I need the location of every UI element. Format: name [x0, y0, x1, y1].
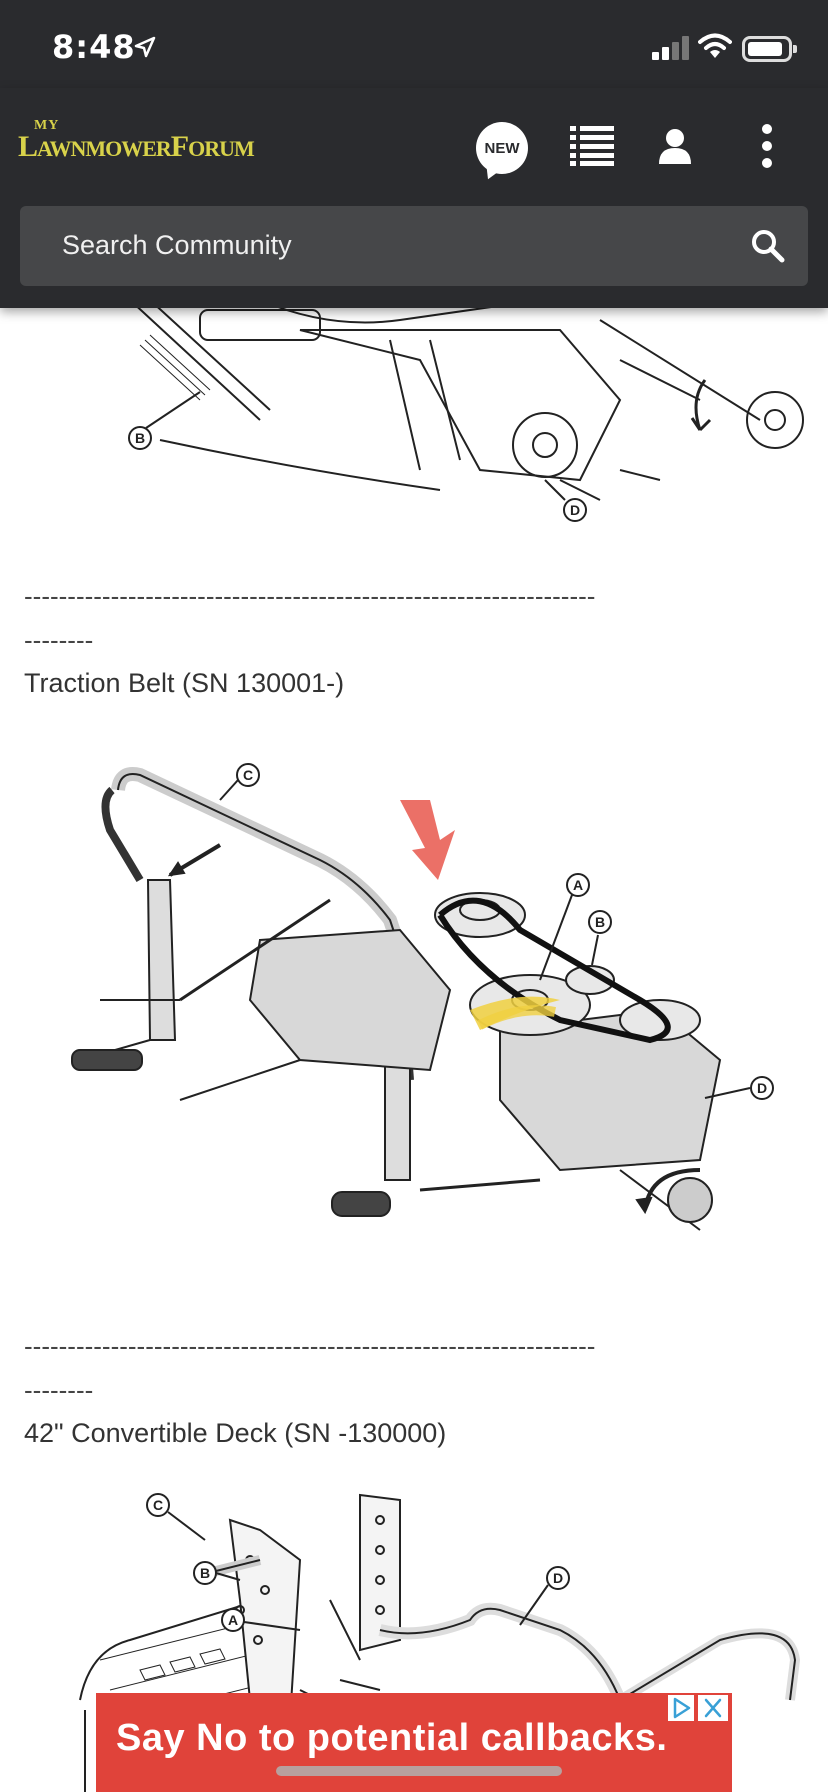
deck-label-b: B [200, 1565, 210, 1581]
traction-belt-diagram-image: C A B D [71, 763, 774, 1231]
wifi-icon [698, 33, 732, 58]
adchoices-icon[interactable] [668, 1695, 694, 1721]
search-input[interactable]: Search Community [62, 230, 292, 260]
separator-1: ----------------------------------------… [24, 581, 596, 611]
separator-2b: -------- [24, 1375, 94, 1405]
traction-label-d: D [757, 1080, 767, 1096]
more-options-icon[interactable] [758, 124, 776, 172]
search-bar[interactable]: Search Community [20, 206, 808, 286]
site-header: MY LAWNMOWERFORUM NEW Search Community [0, 88, 828, 308]
traction-label-b: B [595, 914, 605, 930]
top-label-b: B [135, 430, 145, 446]
ad-banner[interactable]: Say No to potential callbacks. [96, 1693, 732, 1792]
traction-label-c: C [243, 767, 253, 783]
deck-label-c: C [153, 1497, 163, 1513]
top-label-d: D [570, 502, 580, 518]
deck-label-a: A [228, 1612, 238, 1628]
search-icon[interactable] [750, 228, 786, 264]
separator-1b: -------- [24, 625, 94, 655]
new-posts-button[interactable]: NEW [476, 122, 528, 174]
separator-2: ----------------------------------------… [24, 1331, 596, 1361]
caption-convertible-deck: 42" Convertible Deck (SN -130000) [24, 1418, 447, 1448]
location-arrow-icon [134, 36, 156, 58]
battery-icon [742, 36, 797, 62]
caption-traction-belt: Traction Belt (SN 130001-) [24, 668, 345, 698]
ad-text[interactable]: Say No to potential callbacks. [116, 1717, 668, 1759]
top-diagram-image: B D [128, 299, 804, 522]
logo-wordmark: LAWNMOWERFORUM [18, 130, 255, 163]
status-bar: 8:48 [0, 0, 828, 88]
home-indicator[interactable] [276, 1766, 562, 1776]
cellular-signal-icon [652, 36, 690, 60]
user-account-icon[interactable] [658, 128, 692, 164]
traction-label-a: A [573, 877, 583, 893]
list-icon[interactable] [570, 126, 614, 166]
ad-close-icon[interactable] [698, 1695, 728, 1721]
status-time: 8:48 [52, 28, 136, 66]
deck-label-d: D [553, 1570, 563, 1586]
logo-my: MY [34, 118, 60, 133]
deck-diagram-image: C B A D [79, 1493, 801, 1792]
